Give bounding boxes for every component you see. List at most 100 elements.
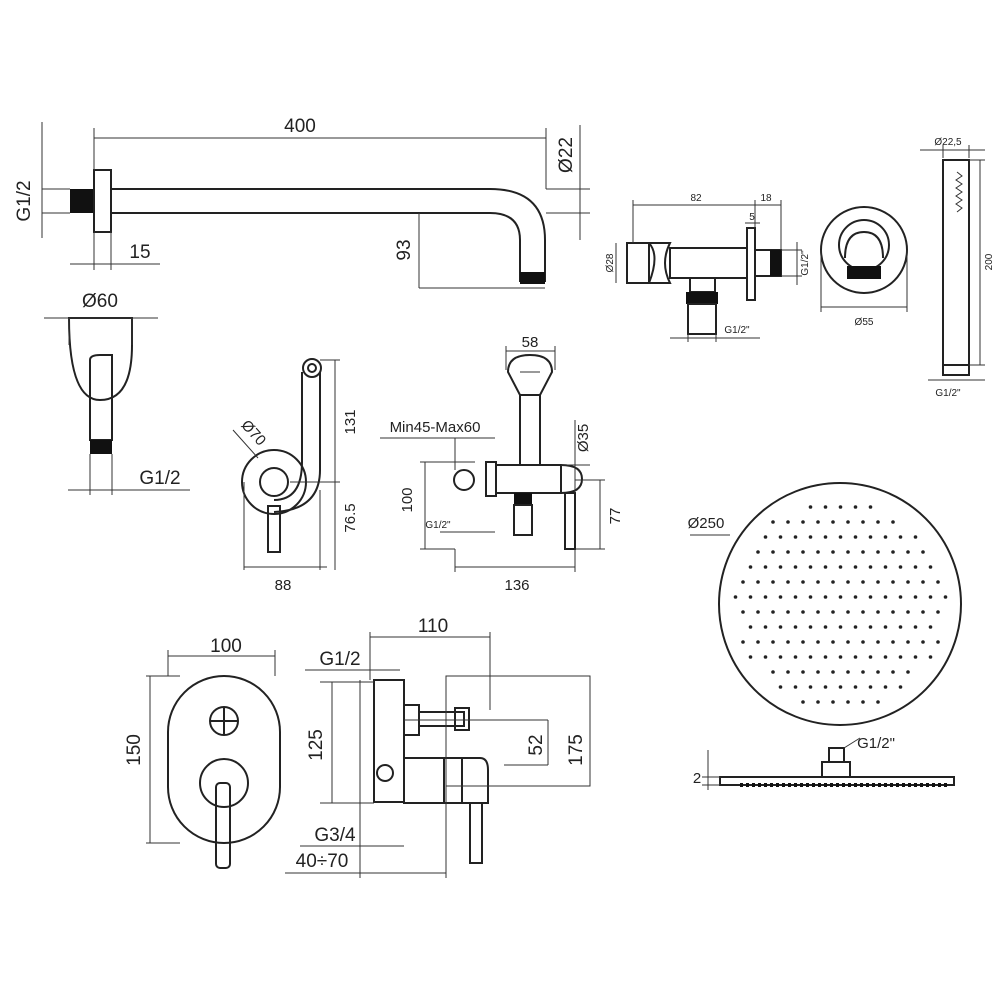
nozzle-dot (831, 550, 835, 554)
valve-bottom-thread-label: G1/2" (724, 325, 750, 336)
nozzle-dot (861, 550, 865, 554)
nozzle-dot (756, 580, 760, 584)
mixer-faceplate (167, 675, 281, 844)
spray-hose (519, 394, 541, 466)
nozzle-dot (816, 670, 820, 674)
nozzle-dot (868, 595, 873, 599)
nozzle-dot (801, 640, 805, 644)
nozzle-dot (793, 565, 798, 569)
valve-bottom-thread (686, 292, 718, 304)
mixer-body (373, 679, 405, 803)
nozzle-dot (816, 640, 820, 644)
arm-length-label: 400 (284, 116, 316, 137)
nozzle-dot (838, 505, 843, 509)
nozzle-dot (808, 625, 813, 629)
spray-center-label: 77 (607, 508, 624, 525)
nozzle-dot (801, 670, 805, 674)
mixer-cartridge (199, 758, 249, 808)
spray-lever (564, 492, 576, 550)
nozzle-dot (786, 520, 790, 524)
valve-side-thread-label: G1/2" (800, 250, 811, 276)
outlet-thread (847, 266, 881, 279)
mixer-outlet-pipe (418, 711, 465, 727)
nozzle-dot (853, 505, 858, 509)
nozzle-dot (801, 580, 805, 584)
nozzle-dot (756, 640, 760, 644)
nozzle-dot (891, 670, 895, 674)
rain-head-drawing: Ø250 G1/2" 2 (688, 482, 962, 790)
hand-shower-diameter-label: Ø22,5 (934, 137, 962, 148)
nozzle-dot (823, 505, 828, 509)
nozzle-dot (763, 535, 768, 539)
nozzle-dot (936, 640, 940, 644)
nozzle-dot (741, 610, 745, 614)
nozzle-dot (778, 655, 783, 659)
nozzle-dot (808, 655, 813, 659)
nozzle-dot (808, 595, 813, 599)
hand-shower-length-label: 200 (984, 253, 995, 270)
hand-shower-drawing: Ø22,5 200 G1/2" (920, 137, 995, 399)
nozzle-dot (831, 610, 835, 614)
mixer-handle (215, 782, 231, 869)
nozzle-dot (786, 580, 790, 584)
nozzle-dot (816, 700, 820, 704)
nozzle-dot (891, 580, 895, 584)
nozzle-dot (861, 670, 865, 674)
nozzle-dot (733, 595, 738, 599)
valve-wall-offset-label: 5 (749, 212, 755, 223)
mixer-center-label: 125 (306, 729, 327, 761)
nozzle-dot (823, 535, 828, 539)
arm-thread-label: G1/2 (14, 180, 35, 221)
nozzle-dot (906, 640, 910, 644)
nozzle-dot (778, 625, 783, 629)
nozzle-dot (748, 595, 753, 599)
wall-elbow-drawing: Ø60 G1/2 (44, 291, 190, 495)
mixer-spindle (267, 505, 281, 553)
elbow-pipe (89, 354, 113, 441)
valve-body (669, 247, 748, 279)
nozzle-dot (748, 655, 753, 659)
nozzle-dot (906, 670, 910, 674)
nozzle-dot (838, 565, 843, 569)
spray-depth-label: 136 (504, 577, 529, 594)
nozzle-dot (838, 625, 843, 629)
nozzle-dot (868, 535, 873, 539)
spray-body-label: Ø35 (575, 424, 592, 452)
nozzle-dot (928, 565, 933, 569)
mixer-lever (273, 372, 321, 513)
hand-shower-spray-face (955, 171, 963, 213)
nozzle-dot (876, 670, 880, 674)
hand-shower-thread-label: G1/2" (935, 388, 961, 399)
nozzle-dot (913, 655, 918, 659)
nozzle-dot (846, 520, 850, 524)
nozzle-dot (921, 640, 925, 644)
nozzle-dot (921, 550, 925, 554)
nozzle-dot (771, 550, 775, 554)
arm-flange-offset-label: 15 (129, 242, 150, 263)
nozzle-dot (763, 595, 768, 599)
nozzle-dot (778, 595, 783, 599)
nozzle-dot (756, 550, 760, 554)
hand-shower-body (942, 159, 970, 366)
nozzle-dot (838, 535, 843, 539)
nozzle-dot (898, 565, 903, 569)
nozzle-dot (853, 685, 858, 689)
nozzle-dot (928, 595, 933, 599)
nozzle-dot (823, 565, 828, 569)
outlet-offset-label: 52 (526, 734, 547, 755)
mixer-depth-label: 110 (418, 616, 448, 637)
nozzle-dot (786, 550, 790, 554)
nozzle-dot (763, 655, 768, 659)
mixer-depth-label: 88 (275, 577, 292, 594)
nozzle-dot (891, 550, 895, 554)
nozzle-dot (763, 565, 768, 569)
nozzle-dot (876, 520, 880, 524)
nozzle-dot (808, 565, 813, 569)
valve-flange-label: 18 (760, 193, 772, 204)
nozzle-dot (846, 580, 850, 584)
plate-height-label: 150 (124, 734, 145, 766)
nozzle-dot (913, 565, 918, 569)
nozzle-dot (861, 520, 865, 524)
inlet-thread-label: G1/2 (319, 649, 360, 670)
nozzle-dot (778, 535, 783, 539)
